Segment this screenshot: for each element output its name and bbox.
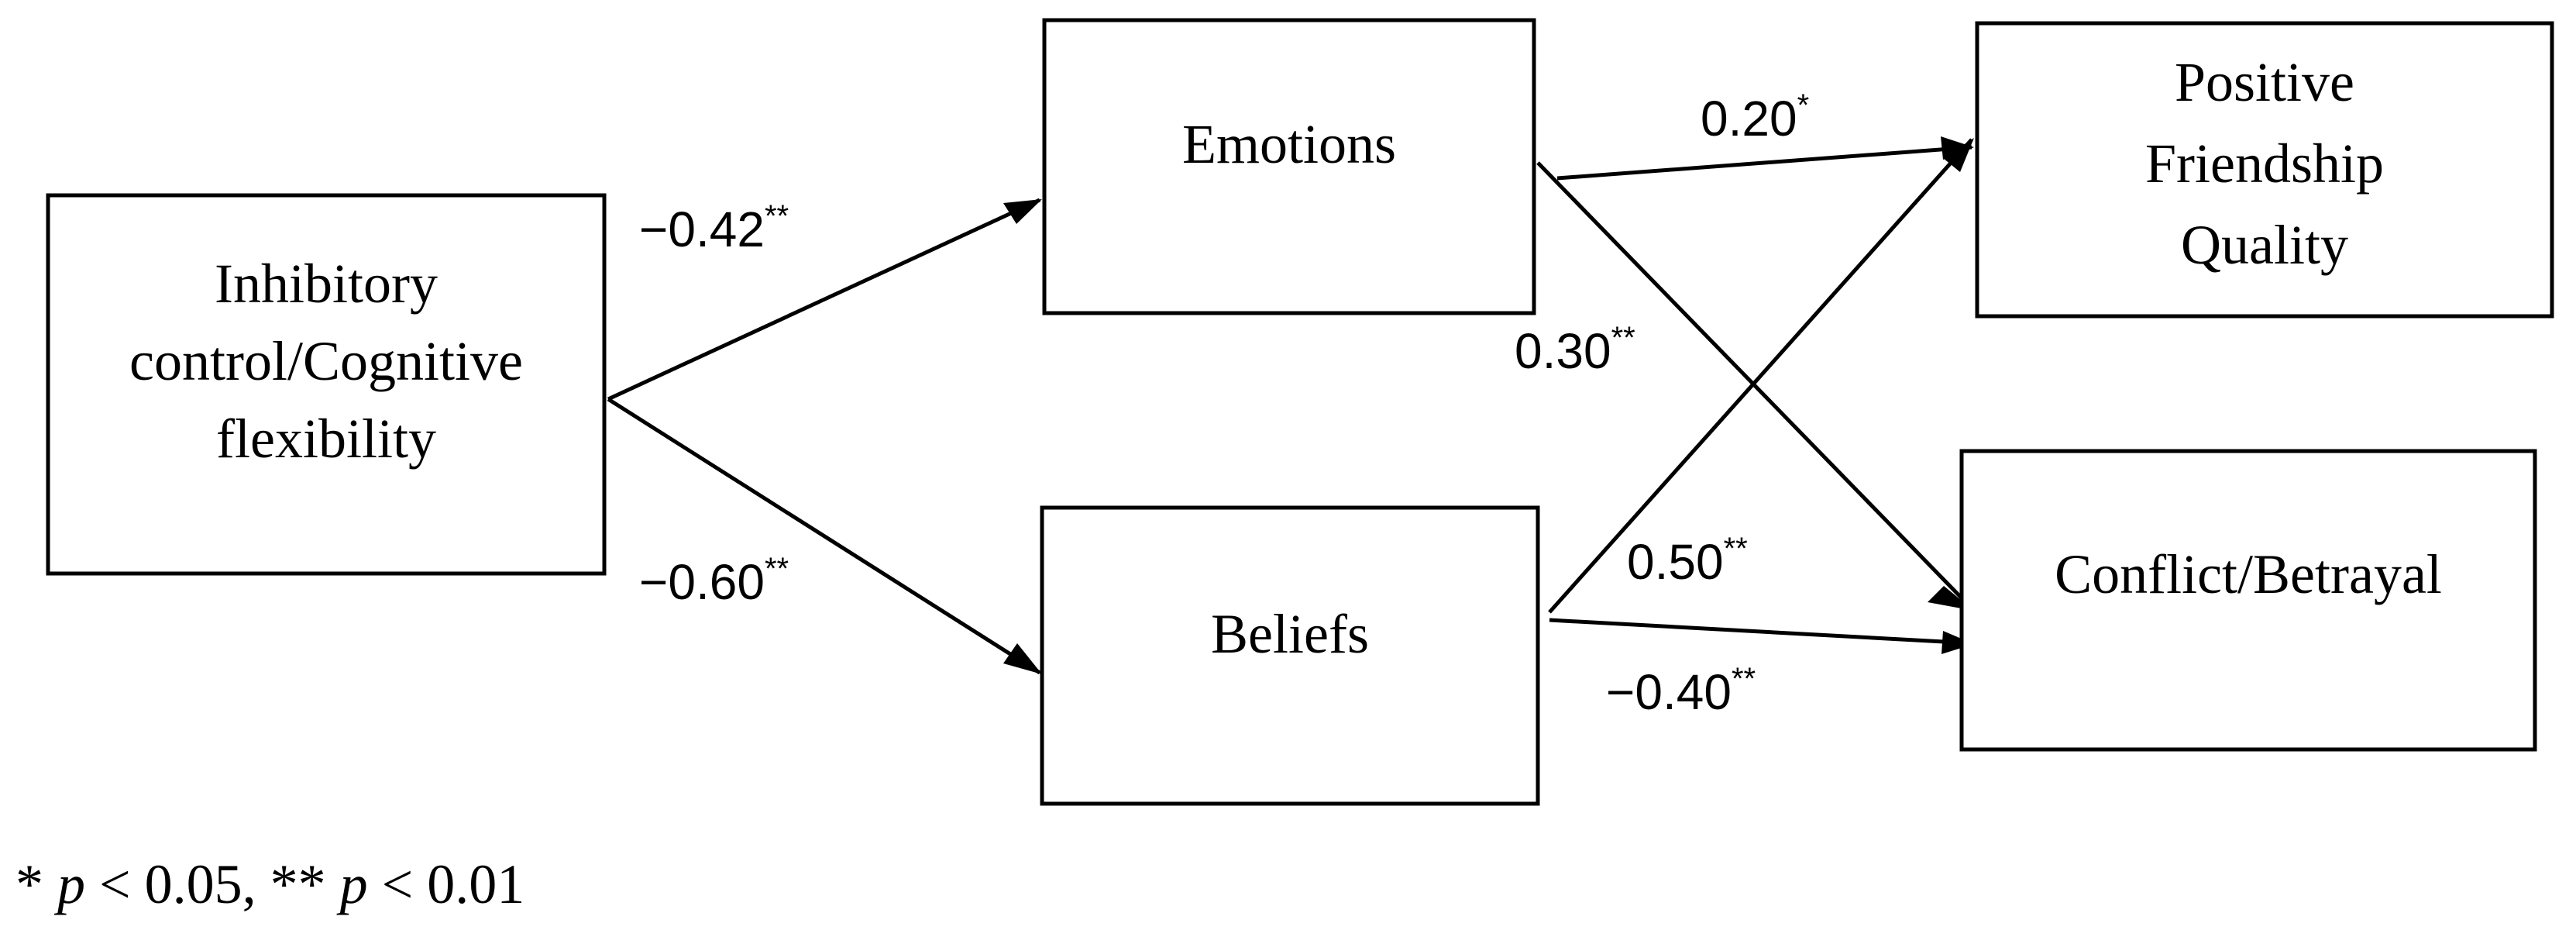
node-positive-line1: Positive	[2175, 51, 2354, 113]
edge-inhibitory-emotions	[607, 198, 1041, 401]
node-positive-line3: Quality	[2181, 214, 2348, 276]
arrowhead-positive-2	[1943, 138, 1974, 172]
coef-beliefs-positive: 0.50**	[1627, 532, 1748, 590]
node-inhibitory-control: Inhibitory control/Cognitive flexibility	[46, 193, 607, 576]
edge-inhibitory-beliefs	[607, 397, 1041, 675]
node-conflict-label: Conflict/Betrayal	[2055, 543, 2442, 605]
node-conflict-betrayal: Conflict/Betrayal	[1959, 449, 2537, 752]
edge-beliefs-positive	[1548, 138, 1973, 614]
node-emotions-label: Emotions	[1182, 113, 1396, 175]
node-beliefs-label: Beliefs	[1211, 603, 1369, 665]
coef-beliefs-conflict: −0.40**	[1606, 662, 1756, 720]
node-positive-line2: Friendship	[2145, 133, 2384, 195]
node-inhibitory-line3: flexibility	[216, 408, 436, 470]
note-threshold-1: < 0.05,	[99, 853, 256, 915]
coef-emotions-conflict: 0.30**	[1515, 321, 1635, 379]
node-positive-friendship: Positive Friendship Quality	[1975, 21, 2554, 319]
note-p-1: p	[57, 853, 85, 915]
node-inhibitory-line1: Inhibitory	[215, 253, 438, 315]
edge-emotions-positive	[1556, 145, 1972, 181]
arrowhead-conflict-2	[1941, 631, 1974, 654]
node-emotions: Emotions	[1042, 18, 1536, 315]
arrowhead-beliefs	[1003, 643, 1042, 674]
arrowhead-emotions	[1003, 199, 1042, 224]
coef-inhibitory-beliefs: −0.60**	[639, 552, 789, 610]
note-star-1: *	[15, 853, 43, 915]
coef-emotions-positive: 0.20*	[1701, 88, 1809, 146]
node-beliefs: Beliefs	[1040, 505, 1540, 806]
node-inhibitory-line2: control/Cognitive	[129, 330, 523, 392]
edge-emotions-conflict	[1536, 161, 1973, 610]
note-star-2: **	[270, 853, 326, 915]
edge-beliefs-conflict	[1549, 618, 1972, 646]
coef-inhibitory-emotions: −0.42**	[639, 199, 789, 257]
note-threshold-2: < 0.01	[381, 853, 525, 915]
significance-note: * p < 0.05, ** p < 0.01	[15, 853, 524, 917]
note-p-2: p	[339, 853, 368, 915]
arrowhead-positive-1	[1941, 136, 1974, 160]
